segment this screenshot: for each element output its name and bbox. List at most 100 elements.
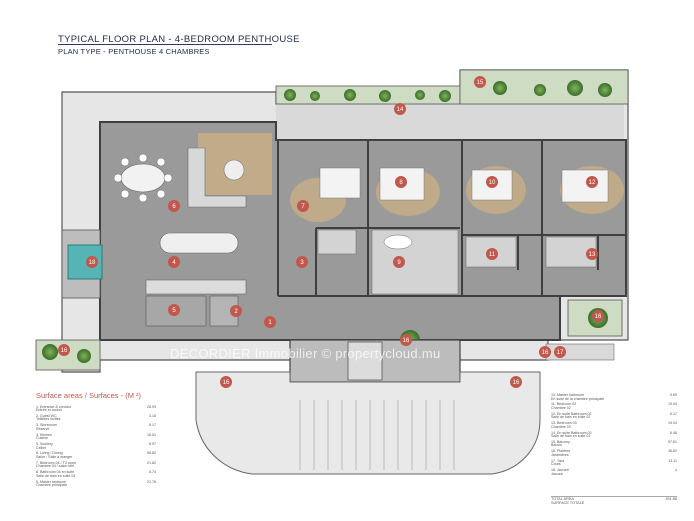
legend-row: 7. Bedroom 04 / TV room Chambre 04 / sal… <box>36 460 156 469</box>
room-marker-label: 8 <box>399 180 403 186</box>
legend-label: 16. Planters Jardinières <box>551 449 571 457</box>
room-marker-label: 16 <box>403 338 410 344</box>
legend-label: 14. En suite Bathroom 03 Salle de bain e… <box>551 430 592 439</box>
room-marker <box>486 248 498 260</box>
legend-label: 10. Master bathroom En suite de la chamb… <box>551 393 605 401</box>
legend-row: 17. Yard Cours 13.11 <box>551 458 677 467</box>
beds <box>319 167 609 203</box>
room-marker <box>400 334 412 346</box>
room-marker-label: 16 <box>542 350 549 356</box>
legend-value: 21.82 <box>147 460 156 465</box>
room-marker-label: 14 <box>397 107 404 113</box>
legend-value: 3.16 <box>149 413 156 418</box>
room-marker <box>510 376 522 388</box>
legend-value: 6.48 <box>670 430 677 435</box>
room-marker <box>264 316 276 328</box>
legend-value: 36.82 <box>668 449 677 454</box>
legend-value: 19.04 <box>668 421 677 426</box>
legend-label: 9. Master bedroom Chambre principale <box>36 479 68 488</box>
legend-label: 2. Guest WC Toilettes invités <box>36 413 61 422</box>
planter-top <box>275 85 461 105</box>
room-marker-label: 15 <box>477 80 484 86</box>
bathtub <box>383 234 413 250</box>
room-marker <box>230 305 242 317</box>
room-marker-label: 3 <box>300 260 304 266</box>
room-marker-label: 17 <box>557 350 564 356</box>
room-marker <box>395 176 407 188</box>
room-marker <box>168 256 180 268</box>
balcony-strip <box>276 104 624 140</box>
legend-row: 2. Guest WC Toilettes invités 3.16 <box>36 413 156 422</box>
legend-label: 6. Living / Dining Salon / Salle à mange… <box>36 451 73 459</box>
sofa <box>187 147 247 208</box>
legend-value: 8.97 <box>149 442 156 446</box>
lower-terrace <box>195 371 541 475</box>
room-marker-label: 13 <box>589 252 596 258</box>
legend-row: 9. Master bedroom Chambre principale 21.7… <box>36 479 156 488</box>
dining-chairs <box>113 153 173 203</box>
room-marker-label: 2 <box>234 309 238 315</box>
room-marker <box>586 248 598 260</box>
room-marker <box>297 200 309 212</box>
legend-label: 8. Bathroom 04 en suite Salle de bain en… <box>36 470 76 478</box>
room-marker-label: 4 <box>172 260 176 266</box>
legend-label: 13. Bedroom 03 Chambre 03 <box>551 421 577 429</box>
room-marker <box>86 256 98 268</box>
legend-row: 13. Bedroom 03 Chambre 03 19.04 <box>551 421 677 429</box>
legend-value: 97.61 <box>668 439 677 444</box>
total-value: 391.88 <box>665 497 677 501</box>
room-marker <box>394 103 406 115</box>
room-marker-label: 18 <box>89 260 96 266</box>
legend-value: 19.04 <box>668 402 677 407</box>
legend-value: 21.76 <box>147 479 156 484</box>
legend-row: 16. Planters Jardinières 36.82 <box>551 449 677 457</box>
kitchen-counter <box>145 279 247 295</box>
kitchen-island <box>159 232 239 254</box>
room-marker-label: 6 <box>172 204 176 210</box>
room-marker <box>58 344 70 356</box>
legend-right: 10. Master bathroom En suite de la chamb… <box>551 393 677 478</box>
legend-value: 6.17 <box>149 423 156 428</box>
room-marker <box>296 256 308 268</box>
legend-label: 7. Bedroom 04 / TV room Chambre 04 / sal… <box>36 460 77 469</box>
room-marker-label: 5 <box>172 308 176 314</box>
legend-value: 4 <box>675 468 677 472</box>
legend-row: 10. Master bathroom En suite de la chamb… <box>551 393 677 401</box>
legend-label: 18. Jacuzzi Jacuzzi <box>551 468 569 476</box>
legend-value: 13.11 <box>668 458 677 463</box>
legend-left-list: 1. Entrance & corridor Entrée et couloir… <box>36 404 156 488</box>
legend-label: 1. Entrance & corridor Entrée et couloir <box>36 404 71 413</box>
total-area: TOTAL AREA SURFACE TOTALE 391.88 <box>551 496 677 505</box>
room-marker-label: 11 <box>489 252 496 258</box>
interior-walls <box>277 140 626 297</box>
room-marker <box>168 304 180 316</box>
legend-value: 65.82 <box>147 451 156 456</box>
room-marker <box>592 310 604 322</box>
legend-value: 6.17 <box>670 411 677 416</box>
planter-bushes <box>284 80 612 102</box>
room-marker <box>220 376 232 388</box>
coffee-table <box>223 159 245 181</box>
legend-value: 9.69 <box>670 393 677 397</box>
legend-value: 28.93 <box>147 404 156 409</box>
room-marker-label: 9 <box>397 260 401 266</box>
legend-value: 18.01 <box>147 432 156 437</box>
lift <box>347 341 383 381</box>
room-marker <box>393 256 405 268</box>
room-marker <box>539 346 551 358</box>
legend-row: 18. Jacuzzi Jacuzzi 4 <box>551 468 677 476</box>
room-marker-label: 16 <box>513 380 520 386</box>
planter-right <box>567 299 623 337</box>
room-marker-label: 7 <box>301 204 305 210</box>
room-marker-label: 16 <box>223 380 230 386</box>
room-marker-label: 1 <box>268 320 272 326</box>
room-marker <box>168 200 180 212</box>
room-marker-label: 16 <box>61 348 68 354</box>
legend-label: 17. Yard Cours <box>551 458 565 467</box>
total-label: TOTAL AREA SURFACE TOTALE <box>551 497 585 505</box>
